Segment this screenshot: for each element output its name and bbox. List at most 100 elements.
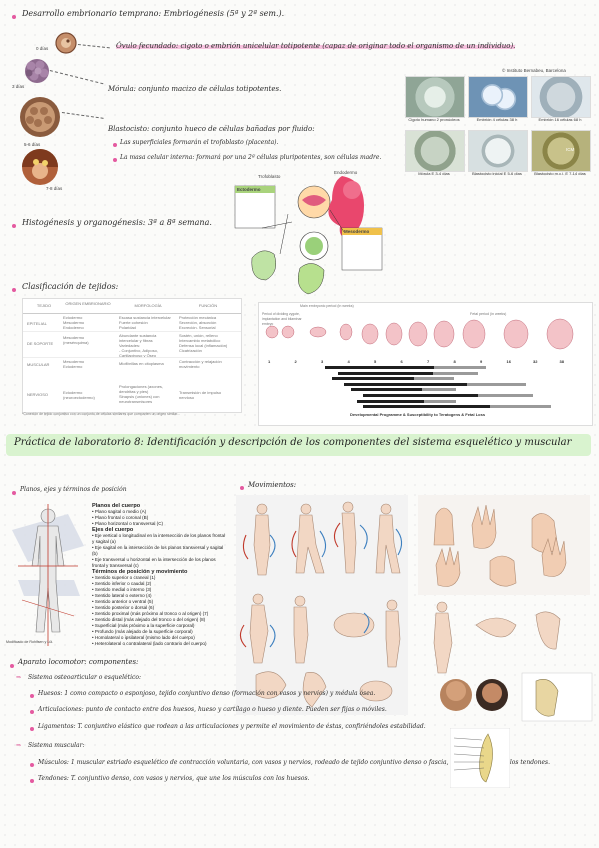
blastocisto-note: Blastocisto: conjunto hueco de células b… xyxy=(108,125,315,133)
table-cell: MUSCULAR xyxy=(27,362,50,367)
timeline-bar xyxy=(337,371,433,375)
practica-highlight xyxy=(6,434,591,456)
list-item: • Sentido inferior o caudal (2) xyxy=(92,581,152,586)
bullet-icon xyxy=(12,15,16,19)
list-item: • Eje vertical o longitudinal en la inte… xyxy=(92,533,226,544)
table-header: MORFOLOGÍA xyxy=(134,303,162,308)
arrow-icon: ⇒ xyxy=(16,674,22,681)
tejidos-table-last-row: NERVIOSO Ectodermo (neuroectodermo) Prol… xyxy=(22,382,242,413)
label-trofoblasto: Trofoblasto xyxy=(258,174,281,179)
morula-drawing xyxy=(25,59,49,83)
list-item: • Eje transversal u horizontal en la int… xyxy=(92,557,216,568)
muscular-heading: Sistema muscular: xyxy=(28,742,85,749)
list-item: • Eje sagital en la intersección de los … xyxy=(92,545,224,556)
caption-blastocyst-icm: Blastocisto m.c.i. E 7-14 días xyxy=(534,171,586,176)
musculos-note: Músculos: 1 muscular estriado esquelétic… xyxy=(38,759,551,766)
embryo-stages-illustration xyxy=(20,32,77,185)
terms-title: Términos de posición y movimiento xyxy=(92,569,188,575)
bullet-icon xyxy=(113,158,117,162)
list-item: • Homolateral o ipsilateral (mismo lado … xyxy=(92,635,195,640)
table-footnote: *Conexión de tejido conjuntivo con un co… xyxy=(22,412,180,416)
timeline-week-label: 2 xyxy=(294,359,297,364)
muscle-tendon-diagram xyxy=(450,728,510,788)
label-endodermo: Endodermo xyxy=(334,170,358,175)
list-item: • Plano sagital o medio (A) xyxy=(92,509,147,514)
huesos-note: Huesos: 1 como compacto o esponjoso, tej… xyxy=(38,690,376,697)
caption-morula: Mórula E 3-4 días xyxy=(418,171,450,176)
caption-zygote: Cigoto humano 2 pronúcleos xyxy=(408,117,460,122)
label-mesodermo: Mesodermo xyxy=(344,229,370,234)
photo-morula xyxy=(405,130,465,172)
ligamentos-note: Ligamentos: T. conjuntivo elástico que r… xyxy=(38,723,426,730)
planos-box-title: Planos del cuerpo xyxy=(92,503,141,509)
caption-4-cells: Embrión 4 células 38 h xyxy=(476,117,518,122)
table-cell: Abundante sustancia intercelular y fibra… xyxy=(119,333,158,358)
photo-16-cells xyxy=(531,76,591,118)
timeline-bar xyxy=(363,405,490,409)
timeline-bar-tail xyxy=(424,399,457,403)
table-header: TEJIDO xyxy=(36,303,52,308)
table-header: ORIGEN EMBRIONARIO xyxy=(65,301,111,306)
timeline-week-label: 9 xyxy=(480,359,483,364)
aparato-heading: Aparato locomotor: componentes: xyxy=(18,658,139,666)
movimientos-heading: Movimientos: xyxy=(248,481,297,489)
caption-blastocyst-early: Blastocisto inicial E 5-6 días xyxy=(472,171,522,176)
list-item: • Sentido anterior o ventral (5) xyxy=(92,599,154,604)
bullet-icon xyxy=(30,763,34,767)
photo-4-cells xyxy=(468,76,528,118)
timeline-week-label: 32 xyxy=(533,359,538,364)
photo-credit: © Instituto Bernabeu, Barcelona xyxy=(502,68,566,73)
table-cell: Mesodermo Ectodermo xyxy=(63,359,85,369)
label-ectodermo: Ectodermo xyxy=(237,187,261,192)
tejidos-table: TEJIDO ORIGEN EMBRIONARIO MORFOLOGÍA FUN… xyxy=(22,298,242,384)
timeline-embryo-drawings xyxy=(265,318,574,350)
table-cell: EPITELIAL xyxy=(27,321,47,326)
bullet-icon xyxy=(113,143,117,147)
timeline-week-label: 3 xyxy=(321,359,324,364)
oocyte-drawing xyxy=(55,32,77,54)
planos-heading: Planos, ejes y términos de posición xyxy=(20,486,127,493)
label-3-dias: 3 días xyxy=(12,84,25,89)
ejes-title: Ejes del cuerpo xyxy=(92,527,134,533)
label-5-6-dias: 5-6 días xyxy=(24,142,41,147)
morula-note: Mórula: conjunto macizo de células totip… xyxy=(108,85,282,93)
blastocyst-drawing xyxy=(20,97,60,137)
timeline-bar-tail xyxy=(489,405,551,409)
timeline-week-label: 38 xyxy=(559,359,564,364)
movement-illustrations xyxy=(236,495,593,722)
histogenesis-note: Histogénesis y organogénesis: 3ª a 8ª se… xyxy=(22,218,212,227)
timeline-week-label: 8 xyxy=(453,359,456,364)
arrow-icon: ⇒ xyxy=(16,742,22,749)
table-cell: Escasa sustancia intercelular Fuerte coh… xyxy=(119,315,171,330)
table-cell: Mesodermo (mesénquima) xyxy=(63,335,89,345)
tejidos-heading: Clasificación de tejidos: xyxy=(22,282,119,291)
timeline-bar-tail xyxy=(421,388,456,392)
ovulo-note: Óvulo fecundado: cigoto o embrión unicel… xyxy=(116,42,516,50)
list-item: • Sentido posterior o dorsal (6) xyxy=(92,605,155,610)
timeline-week-label: 1 xyxy=(268,359,271,364)
photo-zygote xyxy=(405,76,465,118)
table-cell: Transmisión de impulso nervioso xyxy=(179,390,222,400)
list-item: • Superficial (más próximo a la superfic… xyxy=(92,623,195,628)
icm-label: ICM xyxy=(566,147,575,152)
timeline-header: Period of dividing zygote, implantation … xyxy=(262,312,302,326)
timeline-bar xyxy=(357,399,425,403)
body-planes-figure xyxy=(12,504,84,646)
timeline-week-label: 7 xyxy=(427,359,430,364)
list-item: • Plano horizontal o transversal (C) xyxy=(92,521,164,526)
bullet-icon xyxy=(30,694,34,698)
list-item: • Plano frontal o coronal (B) xyxy=(92,515,149,520)
list-item: • Heterolateral o contralateral (lado co… xyxy=(92,641,207,646)
photo-blastocyst-icm xyxy=(531,130,591,172)
bullet-icon xyxy=(30,779,34,783)
timeline-bar-tail xyxy=(477,394,534,397)
timeline-bar-tail xyxy=(466,382,526,386)
table-cell: DE SOPORTE xyxy=(27,341,54,346)
blastocisto-b: La masa celular interna: formará por una… xyxy=(120,154,382,161)
practica-title: Práctica de laboratorio 8: Identificació… xyxy=(14,437,572,448)
germ-layers-diagram xyxy=(234,176,383,295)
table-header: FUNCIÓN xyxy=(198,303,218,308)
sistema-heading: Sistema osteoarticular o esquelético: xyxy=(28,674,141,681)
table-cell: Sostén, unión, relleno Intercambio metab… xyxy=(179,333,228,353)
bullet-icon xyxy=(240,486,244,490)
